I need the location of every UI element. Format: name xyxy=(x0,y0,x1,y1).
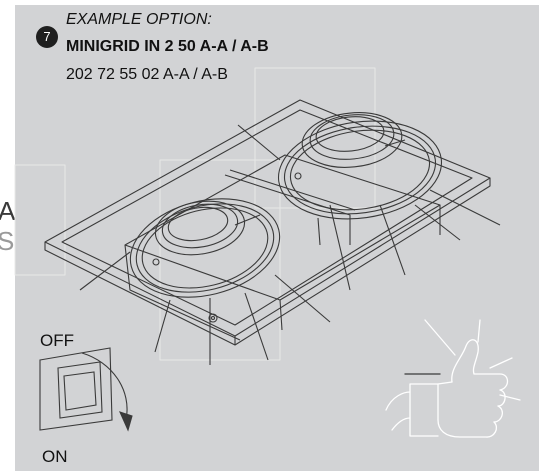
overlay-boxes xyxy=(14,67,376,361)
switch-off-label: OFF xyxy=(40,331,74,350)
thumbs-up-icon xyxy=(385,319,521,438)
left-downlight xyxy=(129,198,281,298)
step-number-badge: 7 xyxy=(36,26,58,48)
instruction-panel xyxy=(15,5,539,471)
product-code: 202 72 55 02 A-A / A-B xyxy=(66,66,228,83)
product-name: MINIGRID IN 2 50 A-A / A-B xyxy=(66,38,269,55)
right-downlight xyxy=(277,112,443,220)
switch-on-label: ON xyxy=(42,447,68,466)
cut-off-letter: A xyxy=(0,196,16,226)
rocker-switch-icon xyxy=(39,347,133,432)
clip-lines xyxy=(79,124,501,365)
cut-off-letter: S xyxy=(0,226,15,256)
example-option-label: EXAMPLE OPTION: xyxy=(66,11,212,28)
